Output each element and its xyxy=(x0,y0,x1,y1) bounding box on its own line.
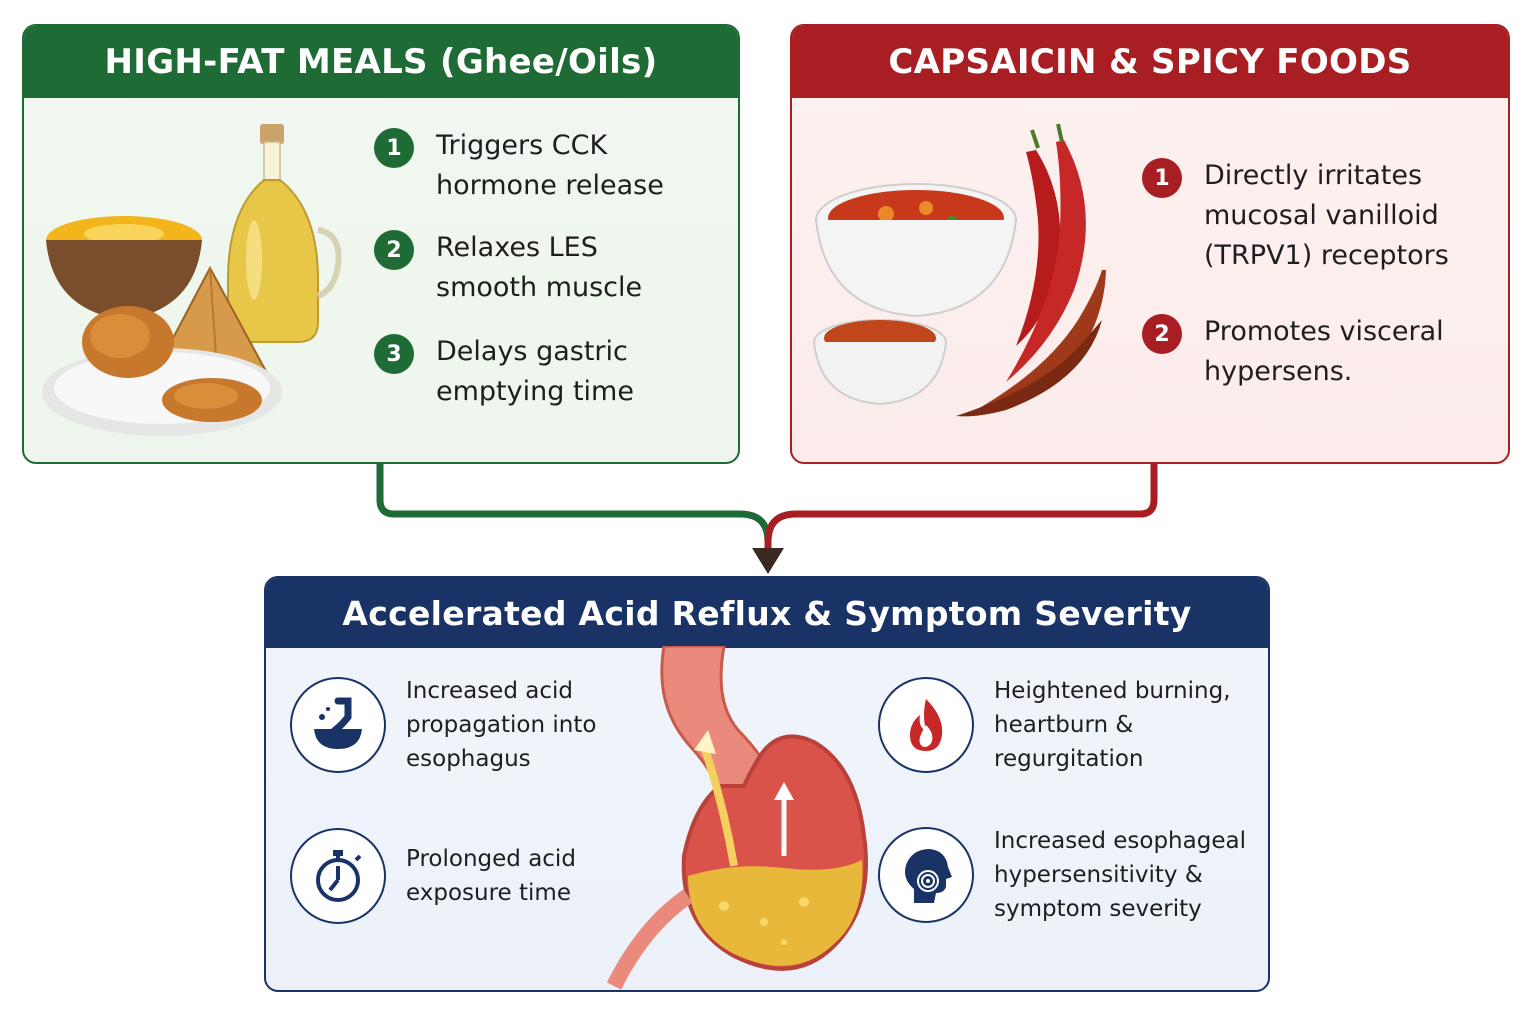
number-badge: 2 xyxy=(1142,314,1182,354)
number-badge: 3 xyxy=(374,334,414,374)
result-panel: Accelerated Acid Reflux & Symptom Severi… xyxy=(264,576,1270,992)
number-badge: 1 xyxy=(1142,158,1182,198)
effect-hypersensitivity-text: Increased esophageal hypersensitivity & … xyxy=(994,828,1246,922)
effect-hypersensitivity: Increased esophageal hypersensitivity & … xyxy=(878,824,1246,926)
fat-point-3: 3 Delays gastric emptying time xyxy=(374,332,634,412)
spicy-point-1-text: Directly irritates mucosal vanilloid (TR… xyxy=(1204,160,1449,271)
spicy-panel: CAPSAICIN & SPICY FOODS 1 xyxy=(790,24,1510,464)
stomach-illustration xyxy=(606,646,868,990)
curry-bowl-icon xyxy=(815,183,1017,318)
effect-heartburn: Heightened burning, heartburn & regurgit… xyxy=(878,674,1268,776)
result-title: Accelerated Acid Reflux & Symptom Severi… xyxy=(266,578,1268,648)
head-sensitivity-icon xyxy=(878,827,974,923)
fat-point-2: 2 Relaxes LES smooth muscle xyxy=(374,228,642,308)
ghee-bowl-icon xyxy=(46,216,202,320)
acid-splash-icon xyxy=(290,677,386,773)
green-connector xyxy=(376,464,772,556)
fat-food-illustration xyxy=(42,124,342,436)
spicy-point-2: 2 Promotes visceral hypersens. xyxy=(1142,312,1444,392)
effect-acid-propagation-text: Increased acid propagation into esophagu… xyxy=(406,678,597,772)
effect-acid-propagation: Increased acid propagation into esophagu… xyxy=(290,674,596,776)
stomach-icon xyxy=(606,646,868,990)
oil-bottle-icon xyxy=(227,124,342,343)
fat-point-1: 1 Triggers CCK hormone release xyxy=(374,126,664,206)
stopwatch-icon xyxy=(290,828,386,924)
effect-exposure-time-text: Prolonged acid exposure time xyxy=(406,846,576,906)
spicy-point-1: 1 Directly irritates mucosal vanilloid (… xyxy=(1142,156,1449,276)
number-badge: 1 xyxy=(374,128,414,168)
number-badge: 2 xyxy=(374,230,414,270)
effect-exposure-time: Prolonged acid exposure time xyxy=(290,828,576,924)
effect-heartburn-text: Heightened burning, heartburn & regurgit… xyxy=(994,678,1231,772)
high-fat-title: HIGH-FAT MEALS (Ghee/Oils) xyxy=(24,26,738,98)
fat-point-2-text: Relaxes LES smooth muscle xyxy=(436,232,643,303)
arrow-head xyxy=(752,548,784,574)
pakora-icon xyxy=(82,306,262,422)
fat-point-1-text: Triggers CCK hormone release xyxy=(436,130,664,201)
chili-pepper-icon xyxy=(956,123,1106,417)
flame-icon xyxy=(878,677,974,773)
chili-powder-bowl-icon xyxy=(813,319,947,406)
high-fat-panel: HIGH-FAT MEALS (Ghee/Oils) xyxy=(22,24,740,464)
spicy-food-illustration xyxy=(813,123,1106,417)
red-connector xyxy=(764,464,1158,556)
spicy-title: CAPSAICIN & SPICY FOODS xyxy=(792,26,1508,98)
spicy-point-2-text: Promotes visceral hypersens. xyxy=(1204,316,1444,387)
fat-point-3-text: Delays gastric emptying time xyxy=(436,336,634,407)
